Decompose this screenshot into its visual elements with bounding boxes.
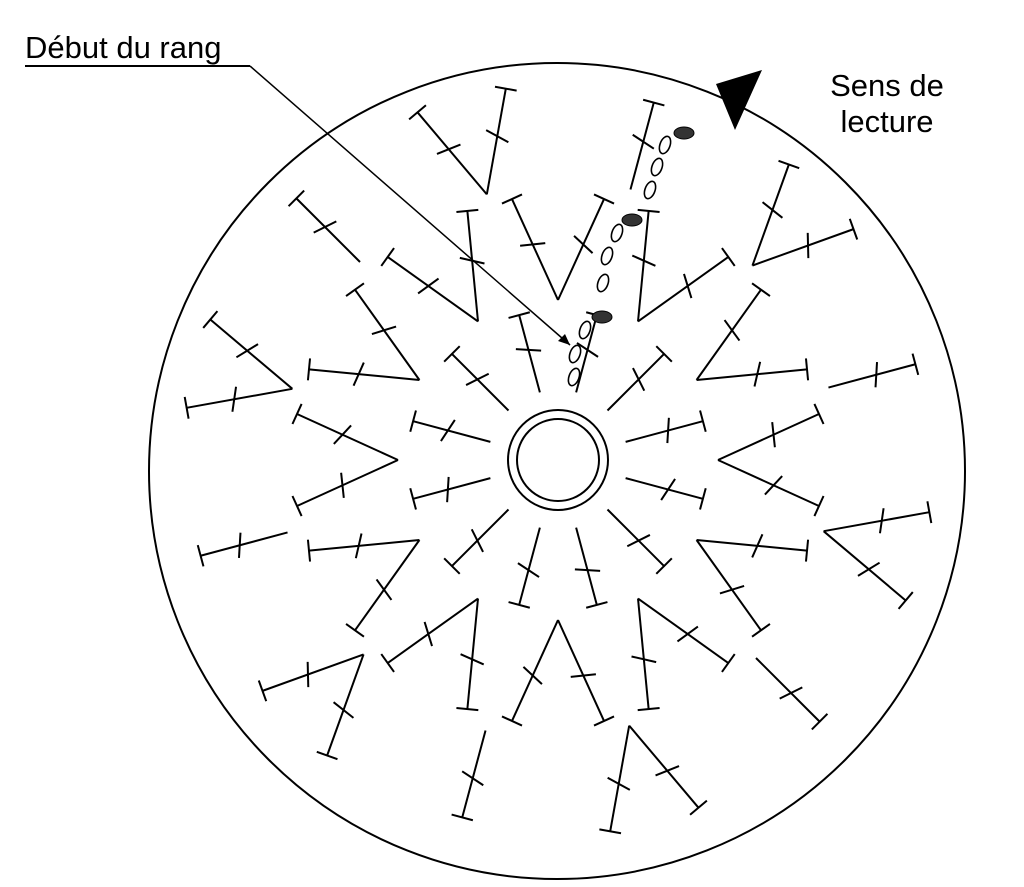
double-crochet-icon xyxy=(631,208,660,322)
double-crochet-icon xyxy=(631,598,660,712)
double-crochet-icon xyxy=(380,597,479,673)
double-crochet-icon xyxy=(257,653,364,702)
chain-stitch-icon xyxy=(578,320,592,340)
chain-stitch-icon xyxy=(658,135,672,155)
double-crochet-icon xyxy=(828,353,920,389)
double-crochet-icon xyxy=(696,358,810,387)
turning-chains xyxy=(567,126,695,387)
round-3 xyxy=(183,85,933,835)
double-crochet-icon xyxy=(823,501,933,534)
double-crochet-icon xyxy=(291,459,399,517)
pointer-arrowhead xyxy=(558,334,570,345)
double-crochet-icon xyxy=(409,476,491,510)
double-crochet-icon xyxy=(557,193,615,301)
double-crochet-icon xyxy=(316,654,365,761)
reading-direction-line-2: lecture xyxy=(840,104,934,139)
double-crochet-icon xyxy=(196,531,288,567)
double-crochet-icon xyxy=(306,358,420,387)
double-crochet-icon xyxy=(557,619,615,727)
double-crochet-icon xyxy=(443,508,510,575)
double-crochet-icon xyxy=(751,159,800,266)
double-crochet-icon xyxy=(606,508,673,575)
double-crochet-icon xyxy=(456,208,485,322)
chain-stitch-icon xyxy=(596,273,610,293)
slip-stitch-icon xyxy=(621,213,643,227)
double-crochet-icon xyxy=(380,247,479,323)
double-crochet-icon xyxy=(306,533,420,562)
double-crochet-icon xyxy=(822,530,914,610)
chain-stitch-icon xyxy=(643,180,657,200)
double-crochet-icon xyxy=(408,104,488,196)
double-crochet-icon xyxy=(628,724,708,816)
double-crochet-icon xyxy=(695,282,771,381)
row-start-label: Début du rang xyxy=(25,30,222,65)
double-crochet-icon xyxy=(508,311,542,393)
reading-direction-line-1: Sens de xyxy=(830,68,944,103)
double-crochet-icon xyxy=(508,527,541,609)
double-crochet-icon xyxy=(183,386,293,419)
double-crochet-icon xyxy=(456,598,485,712)
chain-stitch-icon xyxy=(567,367,581,387)
double-crochet-icon xyxy=(625,477,707,510)
chain-stitch-icon xyxy=(610,223,624,243)
direction-arrow-head xyxy=(716,70,762,130)
double-crochet-icon xyxy=(501,193,559,301)
double-crochet-icon xyxy=(637,247,736,323)
slip-stitch-icon xyxy=(673,126,695,140)
chain-stitch-icon xyxy=(568,344,582,364)
outer-boundary xyxy=(148,62,966,880)
double-crochet-icon xyxy=(202,310,294,390)
double-crochet-icon xyxy=(629,98,665,190)
double-crochet-icon xyxy=(752,218,859,267)
double-crochet-icon xyxy=(696,533,810,562)
double-crochet-icon xyxy=(606,345,673,412)
double-crochet-icon xyxy=(287,189,361,263)
outer-circle xyxy=(148,62,966,880)
double-crochet-icon xyxy=(485,85,517,195)
double-crochet-icon xyxy=(637,597,736,673)
reading-direction-label: Sens de lecture xyxy=(822,68,952,140)
round-1 xyxy=(409,311,707,609)
double-crochet-icon xyxy=(574,527,608,609)
double-crochet-icon xyxy=(345,539,421,638)
chain-stitch-icon xyxy=(650,157,664,177)
round-2 xyxy=(291,193,825,727)
slip-stitch-icon xyxy=(591,310,613,324)
double-crochet-icon xyxy=(345,282,421,381)
magic-ring-icon xyxy=(507,409,609,511)
double-crochet-icon xyxy=(755,657,829,731)
double-crochet-icon xyxy=(717,459,825,517)
double-crochet-icon xyxy=(291,403,399,461)
double-crochet-icon xyxy=(501,619,559,727)
double-crochet-icon xyxy=(443,345,510,412)
direction-arrow-icon xyxy=(716,70,762,130)
double-crochet-icon xyxy=(717,403,825,461)
row-start-pointer xyxy=(25,65,571,346)
double-crochet-icon xyxy=(451,730,487,822)
double-crochet-icon xyxy=(409,410,491,443)
chain-stitch-icon xyxy=(600,246,614,266)
double-crochet-icon xyxy=(599,725,631,835)
double-crochet-icon xyxy=(625,410,707,444)
double-crochet-icon xyxy=(695,539,771,638)
